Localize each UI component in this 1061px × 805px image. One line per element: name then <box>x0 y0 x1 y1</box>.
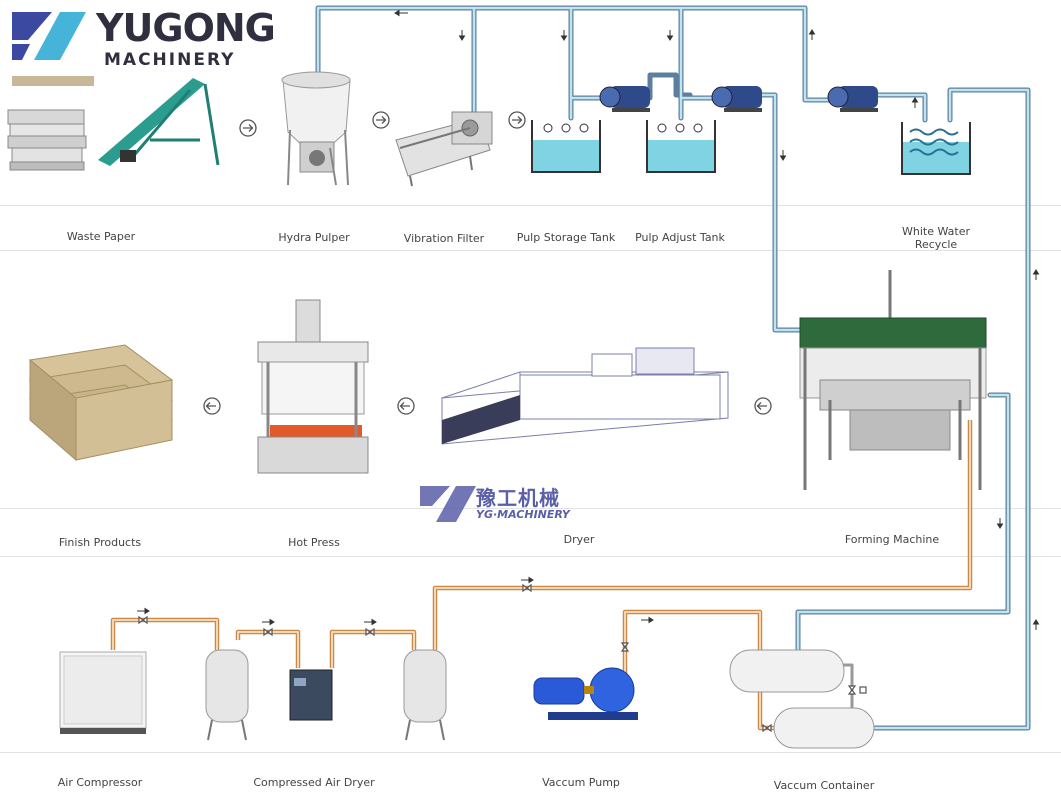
label-compressed-air-dryer: Compressed Air Dryer <box>253 776 375 789</box>
waste-paper-image <box>7 76 94 171</box>
logo-brand: YUGONG <box>96 6 276 50</box>
pump-image <box>711 86 762 112</box>
left-arrow-icon <box>754 397 772 415</box>
left-arrow-icon <box>203 397 221 415</box>
logo: YUGONG MACHINERY <box>8 8 276 70</box>
watermark: 豫工机械 YG·MACHINERY <box>418 482 598 526</box>
label-hydra-pulper: Hydra Pulper <box>278 231 350 244</box>
hot-press-image <box>257 299 369 474</box>
circle-arrows <box>203 111 772 415</box>
pulp-adjust-tank-image <box>646 120 716 173</box>
right-arrow-icon <box>372 111 390 129</box>
label-finish-products: Finish Products <box>58 536 142 549</box>
label-forming-machine: Forming Machine <box>844 533 940 546</box>
right-arrow-icon <box>239 119 257 137</box>
conveyor-image <box>98 78 220 166</box>
label-white-water-recycle: White Water Recycle <box>902 225 970 251</box>
pump-image <box>599 86 650 112</box>
valves <box>138 583 867 733</box>
label-vaccum-pump: Vaccum Pump <box>542 776 620 789</box>
label-dryer: Dryer <box>563 533 595 546</box>
logo-mark-icon <box>12 12 86 60</box>
finish-products-image <box>28 344 174 462</box>
logo-subtitle: MACHINERY <box>104 50 236 70</box>
pulp-storage-tank-image <box>531 120 601 173</box>
watermark-mark-icon <box>420 486 476 522</box>
air-tank-image <box>403 649 447 741</box>
label-pulp-adjust-tank: Pulp Adjust Tank <box>635 231 725 244</box>
label-vaccum-container: Vaccum Container <box>773 779 875 792</box>
label-vibration-filter: Vibration Filter <box>403 232 485 245</box>
flow-arrows <box>137 9 1040 630</box>
hydra-pulper-image <box>281 71 351 186</box>
label-pulp-storage-tank: Pulp Storage Tank <box>516 231 616 244</box>
row-separators <box>0 205 1061 753</box>
forming-machine-image <box>799 270 987 490</box>
label-air-compressor: Air Compressor <box>57 776 143 789</box>
right-arrow-icon <box>508 111 526 129</box>
vibration-filter-image <box>395 111 493 187</box>
air-compressor-image <box>59 651 147 734</box>
label-hot-press: Hot Press <box>288 536 340 549</box>
watermark-english: YG·MACHINERY <box>476 508 570 521</box>
white-water-tank-image <box>901 122 971 175</box>
left-arrow-icon <box>397 397 415 415</box>
vacuum-pump-image <box>533 667 638 720</box>
compressed-air-dryer-image <box>289 669 333 721</box>
label-waste-paper: Waste Paper <box>66 230 136 243</box>
water-pipes <box>315 5 1031 731</box>
pump-image <box>827 86 878 112</box>
dryer-image <box>441 347 729 445</box>
vacuum-container-image <box>729 649 875 749</box>
watermark-chinese: 豫工机械 <box>476 486 560 510</box>
air-tank-image <box>205 649 249 741</box>
